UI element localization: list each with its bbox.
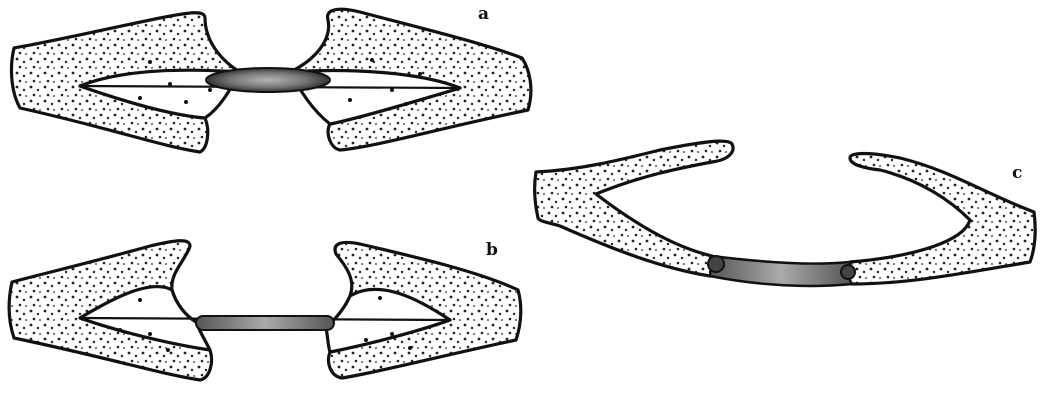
panel-a-label: a [478, 4, 489, 24]
panel-a-central-mass [206, 68, 330, 92]
panel-c [535, 141, 1036, 286]
panel-a [12, 9, 531, 152]
panel-c-left-joint [708, 256, 724, 272]
panel-c-left-bone [535, 141, 733, 276]
panel-c-label: c [1012, 163, 1022, 183]
panel-c-right-joint [841, 265, 855, 279]
panel-b-central-band [196, 316, 334, 330]
panel-c-central-band [710, 256, 852, 286]
panel-b [9, 241, 521, 380]
panel-b-label: b [486, 240, 498, 260]
panel-c-right-bone [847, 154, 1035, 285]
